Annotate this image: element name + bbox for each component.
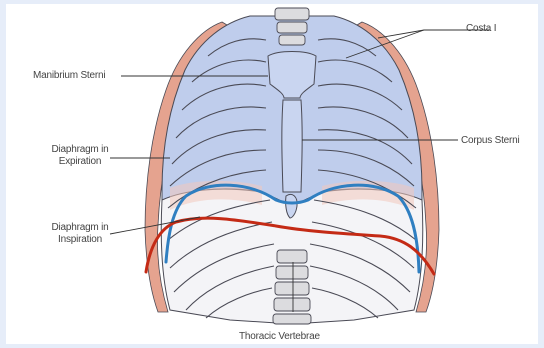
corpus-label: Corpus Sterni <box>461 135 520 147</box>
inspiration-label: Diaphragm in Inspiration <box>48 222 112 246</box>
costa-label: Costa I <box>466 23 496 35</box>
expiration-label-line1: Diaphragm in <box>48 144 112 156</box>
corpus-sterni <box>282 100 302 192</box>
inspiration-label-line1: Diaphragm in <box>48 222 112 234</box>
expiration-label: Diaphragm in Expiration <box>48 144 112 168</box>
vertebrae-label: Thoracic Vertebrae <box>239 331 320 343</box>
manubrium-label: Manibrium Sterni <box>33 70 105 82</box>
expiration-label-line2: Expiration <box>48 156 112 168</box>
inspiration-label-line2: Inspiration <box>48 234 112 246</box>
